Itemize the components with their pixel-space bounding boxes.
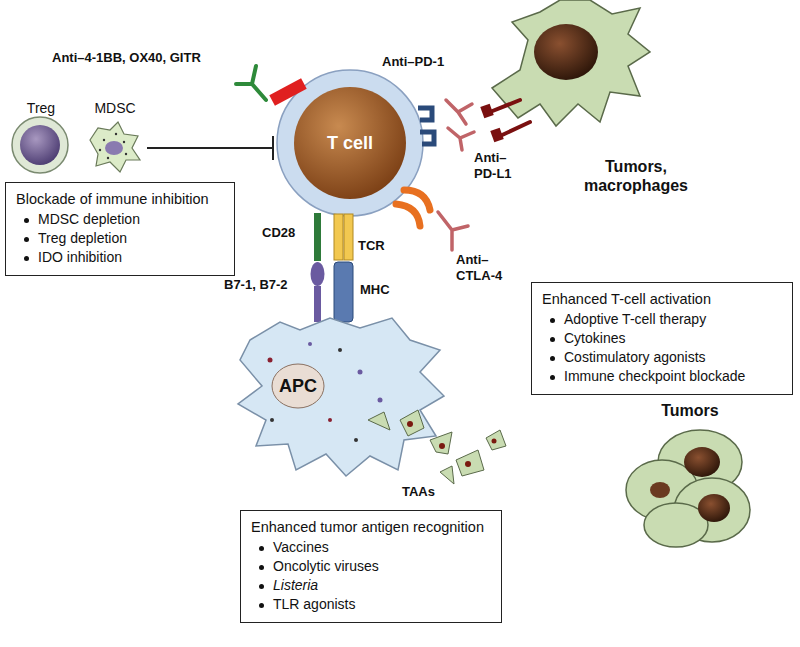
- mdsc-nucleus: [105, 141, 123, 155]
- strategy-box: Enhanced tumor antigen recognitionVaccin…: [240, 510, 502, 623]
- annotation-label: TCR: [358, 238, 398, 254]
- bullet-dot: [550, 318, 555, 323]
- bullet-text: IDO inhibition: [38, 249, 122, 265]
- bullet-dot: [259, 584, 264, 589]
- annotation-label: Anti–4-1BB, OX40, GITR: [52, 50, 232, 66]
- bullet-item: IDO inhibition: [16, 248, 224, 267]
- bullet-dot: [24, 256, 29, 261]
- ctla-4-receptor: [396, 190, 430, 226]
- bullet-item: Immune checkpoint blockade: [542, 367, 782, 386]
- bullet-item: TLR agonists: [251, 595, 491, 614]
- bullet-item: Adoptive T-cell therapy: [542, 310, 782, 329]
- bullet-item: Treg depletion: [16, 229, 224, 248]
- annotation-label: TAAs: [402, 484, 452, 500]
- annotation-label: Anti–PD-1: [382, 54, 472, 70]
- treg-nucleus: [20, 125, 60, 165]
- bullet-dot: [24, 237, 29, 242]
- pd-1-receptor: [418, 108, 434, 144]
- tumor-cluster: [626, 430, 750, 547]
- antigen-fragments: [407, 421, 497, 467]
- tumor-macrophage-cell: Tumors, macrophages: [566, 150, 706, 202]
- mdsc-cell: [90, 122, 140, 172]
- treg-cell: Treg: [8, 100, 74, 178]
- bullet-dot: [550, 356, 555, 361]
- bullet-text: TLR agonists: [273, 596, 355, 612]
- annotation-label: Anti–CTLA-4: [456, 252, 512, 284]
- box-title: Blockade of immune inhibition: [16, 190, 224, 209]
- annotation-label: MHC: [360, 282, 400, 298]
- bullet-dot: [550, 337, 555, 342]
- cell-label: MDSC: [94, 100, 135, 116]
- bullet-dot: [259, 603, 264, 608]
- inhibition-connector: [147, 136, 273, 160]
- tumor-macrophage-cell: [492, 0, 650, 126]
- bullet-text: Costimulatory agonists: [564, 349, 706, 365]
- bullet-dot: [259, 546, 264, 551]
- apc-cell: APC: [268, 364, 328, 408]
- annotation-label: CD28: [262, 225, 306, 241]
- cd28-receptor: [314, 213, 321, 261]
- bullet-text: Listeria: [273, 577, 318, 593]
- cell-label: APC: [279, 376, 317, 397]
- tumor-cluster: Tumors: [630, 398, 750, 422]
- b7-ligand: [311, 262, 325, 286]
- t-cell: T cell: [277, 70, 423, 216]
- bullet-item: Listeria: [251, 576, 491, 595]
- costimulatory-receptor: [269, 78, 306, 105]
- mdsc-granules: [99, 133, 127, 159]
- tumor-nuclei: [650, 447, 730, 522]
- strategy-box: Blockade of immune inhibitionMDSC deplet…: [5, 182, 235, 276]
- cell-label: Tumors, macrophages: [566, 157, 706, 195]
- t-cell-nucleus: [294, 87, 406, 199]
- bullet-item: Oncolytic viruses: [251, 557, 491, 576]
- anti-ctla-4-antibody: [438, 212, 468, 250]
- bullet-dot: [24, 218, 29, 223]
- bullet-text: Adoptive T-cell therapy: [564, 311, 706, 327]
- tumor-debris: [368, 410, 506, 484]
- bullet-item: Cytokines: [542, 329, 782, 348]
- apc-nucleus: [272, 364, 324, 408]
- apc-cell: [238, 318, 444, 476]
- bullet-text: Immune checkpoint blockade: [564, 368, 745, 384]
- apc-granules: [268, 342, 383, 442]
- cell-label: T cell: [327, 133, 373, 154]
- mhc-molecule: [334, 262, 353, 322]
- bullet-item: Costimulatory agonists: [542, 348, 782, 367]
- strategy-box: Enhanced T-cell activationAdoptive T-cel…: [531, 282, 793, 395]
- cell-label: Tumors: [661, 401, 718, 420]
- box-title: Enhanced tumor antigen recognition: [251, 518, 491, 537]
- bullet-text: Vaccines: [273, 539, 329, 555]
- bullet-text: Treg depletion: [38, 230, 127, 246]
- treg-cell: [12, 117, 68, 173]
- cell-label: Treg: [27, 100, 55, 116]
- b7-stalk: [314, 286, 321, 322]
- box-title: Enhanced T-cell activation: [542, 290, 782, 309]
- tcr-chain: [334, 214, 343, 260]
- mdsc-cell: MDSC: [86, 100, 144, 178]
- bullet-text: MDSC depletion: [38, 211, 140, 227]
- tumor-nucleus: [534, 24, 598, 80]
- anti-pd-1-antibody: [446, 100, 474, 150]
- bullet-text: Cytokines: [564, 330, 625, 346]
- annotation-label: B7-1, B7-2: [224, 277, 312, 293]
- tcr-chain: [344, 214, 353, 260]
- bullet-item: Vaccines: [251, 538, 491, 557]
- bullet-item: MDSC depletion: [16, 210, 224, 229]
- agonist-antibody: [236, 66, 266, 100]
- annotation-label: Anti–PD-L1: [474, 150, 524, 182]
- bullet-text: Oncolytic viruses: [273, 558, 379, 574]
- bullet-dot: [259, 565, 264, 570]
- pd-l1-head: [480, 104, 504, 143]
- bullet-dot: [550, 375, 555, 380]
